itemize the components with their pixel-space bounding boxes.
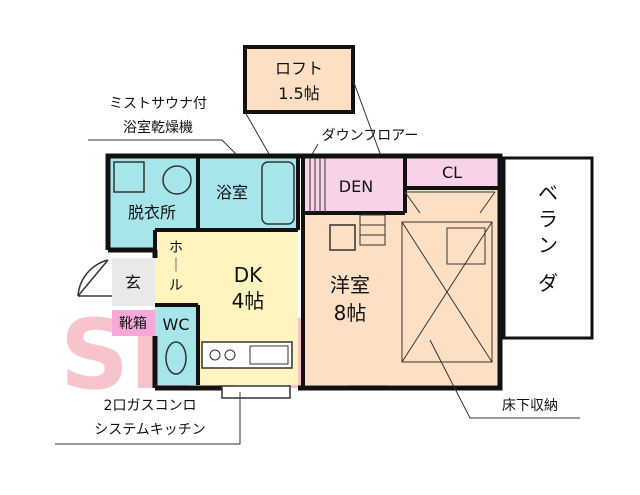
veranda: ベ ラ ン ダ — [502, 156, 594, 340]
entrance-area — [112, 258, 155, 306]
toilet-icon — [165, 341, 187, 375]
kitchen-window — [221, 385, 291, 399]
entrance-door — [77, 259, 112, 297]
svg-text:ル: ル — [169, 278, 183, 294]
washer-icon — [162, 165, 192, 195]
mist-sauna-line1: ミストサウナ付 — [109, 96, 207, 112]
kitchen-line1: 2口ガスコンロ — [104, 398, 197, 414]
closet-area — [405, 158, 500, 188]
svg-text:ホ: ホ — [169, 240, 183, 256]
svg-text:｜: ｜ — [169, 258, 183, 274]
hall-area — [155, 230, 198, 305]
kitchen-annotation: 2口ガスコンロ システムキッチン — [55, 392, 241, 445]
wc-area — [155, 305, 198, 385]
mist-sauna-line2: 浴室乾燥機 — [123, 119, 193, 136]
closet-label: CL — [442, 163, 462, 182]
veranda-label-1: ベ — [538, 181, 558, 205]
den-area — [305, 158, 405, 213]
loft-label: ロフト — [275, 59, 323, 78]
den-stairs — [309, 158, 386, 246]
veranda-label-3: ン — [538, 233, 558, 257]
dk-size: 4帖 — [232, 289, 265, 313]
kitchen-line2: システムキッチン — [94, 422, 206, 438]
loft-room: ロフト 1.5帖 — [243, 45, 355, 114]
kitchen-counter — [201, 341, 293, 369]
bathtub — [261, 161, 295, 225]
shoebox-area — [112, 310, 155, 336]
dressing-label: 脱衣所 — [128, 203, 176, 222]
underfloor-label: 床下収納 — [502, 398, 558, 414]
entrance-label: 玄 — [125, 273, 141, 292]
shoebox-label: 靴箱 — [119, 316, 147, 332]
down-floor-label: ダウンフロアー — [322, 128, 419, 144]
bathroom-label: 浴室 — [216, 183, 248, 202]
western-label: 洋室 — [330, 273, 370, 297]
den-label: DEN — [339, 177, 373, 196]
veranda-label-2: ラ — [538, 207, 558, 231]
veranda-label-4: ダ — [538, 271, 558, 295]
underfloor-storage — [401, 191, 496, 363]
interior-walls — [153, 156, 500, 388]
bathroom-area — [198, 158, 298, 230]
western-size: 8帖 — [334, 301, 367, 325]
walls — [105, 153, 503, 391]
dk-label: DK — [234, 263, 263, 287]
underfloor-annotation: 床下収納 — [429, 339, 580, 419]
wc-label: WC — [163, 315, 190, 334]
basin-icon — [113, 161, 145, 193]
hall-label: ホ ｜ ル — [169, 240, 183, 294]
loft-size: 1.5帖 — [278, 84, 319, 103]
